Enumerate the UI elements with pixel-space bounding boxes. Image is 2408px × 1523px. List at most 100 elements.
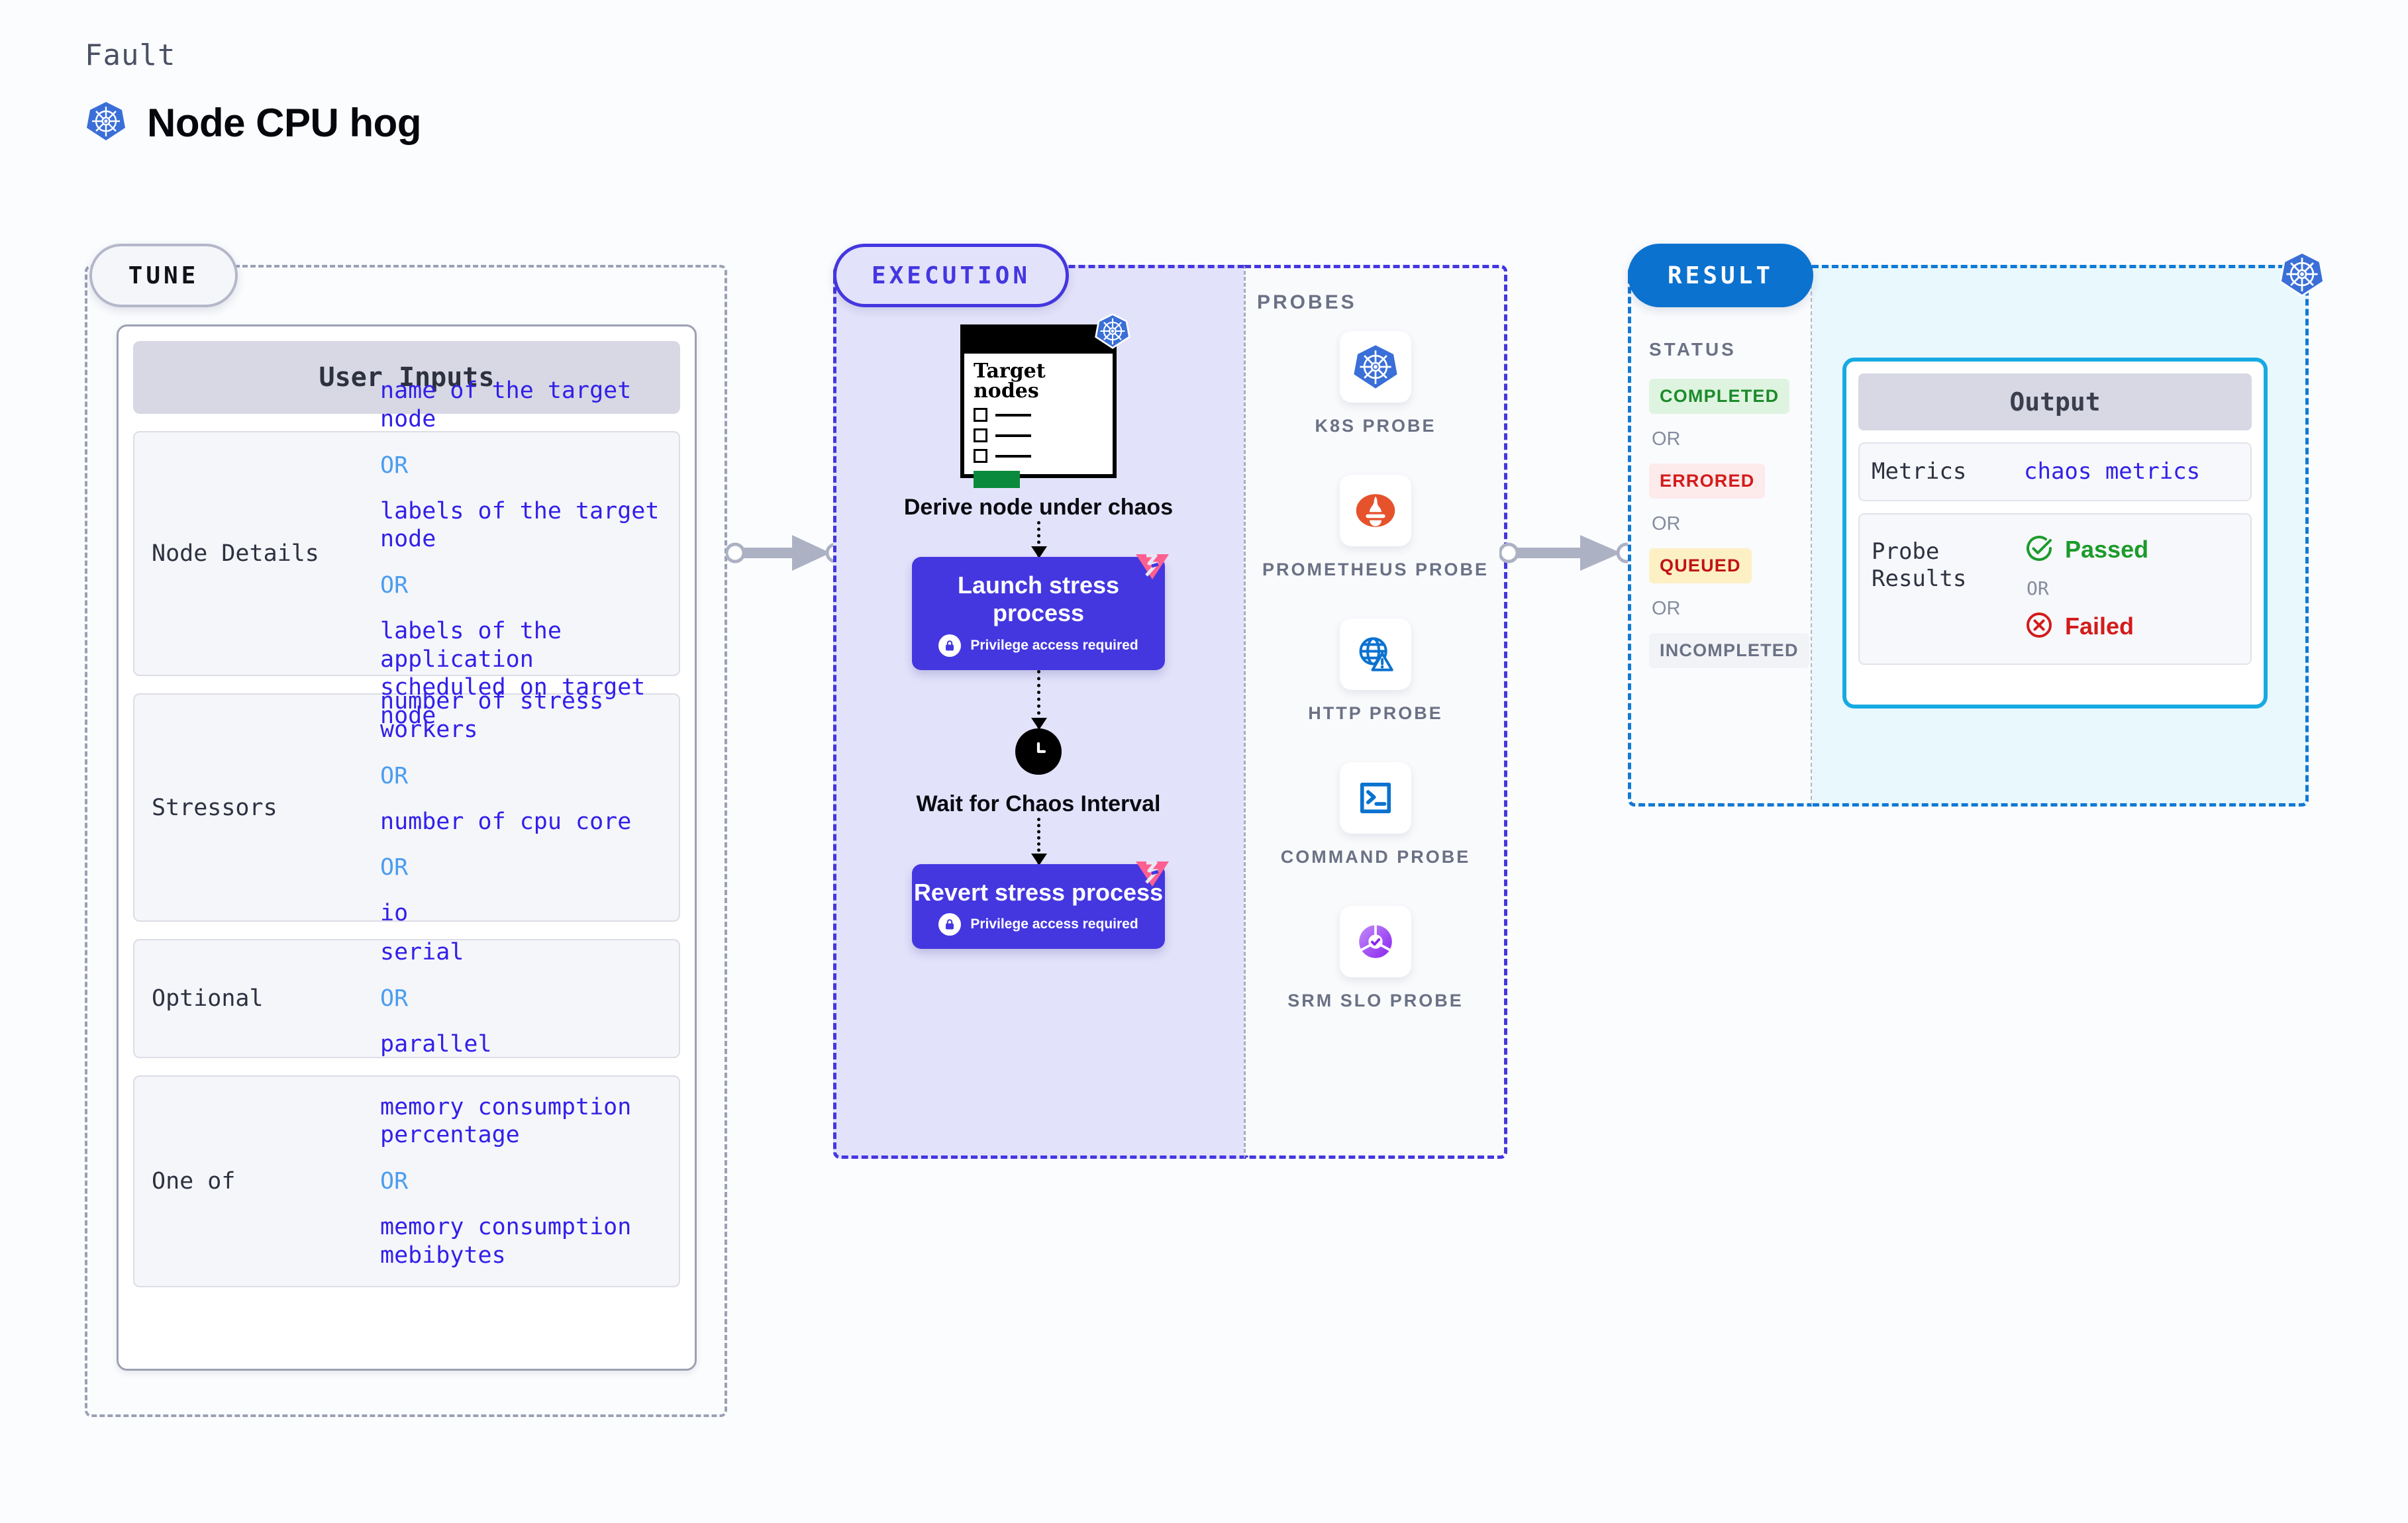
- litmus-chaos-icon: [1133, 854, 1172, 894]
- line-placeholder: [995, 454, 1031, 458]
- status-title: STATUS: [1649, 339, 1736, 360]
- or-separator: OR: [380, 1168, 409, 1195]
- input-option: name of the target node: [380, 377, 632, 432]
- probe-item-k8s[interactable]: K8S PROBE: [1244, 331, 1507, 438]
- target-nodes-heading: Target nodes: [974, 360, 1046, 403]
- probe-label: HTTP PROBE: [1308, 703, 1443, 724]
- or-separator: OR: [380, 762, 409, 789]
- probe-label: COMMAND PROBE: [1280, 847, 1471, 867]
- launch-stress-title: Launch stress process: [957, 571, 1120, 627]
- prometheus-icon: [1340, 475, 1411, 547]
- input-group-label: One of: [152, 1168, 236, 1195]
- status-badge: QUEUED: [1649, 548, 1752, 583]
- connector-tune-to-execution: [725, 530, 846, 579]
- probe-result-failed: Failed: [2024, 610, 2148, 644]
- revert-stress-subtitle: Privilege access required: [970, 916, 1138, 932]
- revert-stress-privilege-row: Privilege access required: [912, 913, 1165, 936]
- result-panel: [1628, 265, 1812, 807]
- input-option: labels of the application scheduled on t…: [380, 618, 646, 730]
- flow-connector: [1030, 669, 1047, 730]
- globe-warning-icon: [1340, 618, 1411, 691]
- execution-flow: Target nodes Derive node under chaos: [833, 313, 1244, 949]
- page-title: Node CPU hog: [147, 101, 421, 145]
- check-circle-icon: [2024, 533, 2054, 567]
- tune-panel: [85, 265, 727, 1417]
- fault-title-row: Node CPU hog: [85, 100, 421, 146]
- launch-stress-process-box[interactable]: Launch stress process Privilege access r…: [912, 554, 1169, 670]
- target-node-row: [974, 408, 1103, 422]
- input-group-label: Stressors: [152, 794, 277, 821]
- metrics-value: chaos metrics: [2024, 458, 2201, 485]
- target-node-row: [974, 449, 1103, 463]
- input-option: memory consumption mebibytes: [380, 1214, 632, 1269]
- lock-icon: [938, 634, 962, 657]
- output-probe-results-row: Probe Results Passed OR: [1858, 513, 2252, 665]
- lock-icon: [938, 913, 962, 936]
- result-badge: RESULT: [1628, 244, 1813, 307]
- probe-result-passed: Passed: [2024, 533, 2148, 567]
- launch-stress-privilege-row: Privilege access required: [912, 634, 1165, 657]
- status-or-separator: OR: [1652, 428, 1681, 450]
- status-badge: COMPLETED: [1649, 379, 1790, 414]
- checkbox-icon: [974, 428, 987, 442]
- launch-stress-subtitle: Privilege access required: [970, 637, 1138, 653]
- probe-label: PROMETHEUS PROBE: [1262, 560, 1489, 580]
- input-option: io: [380, 900, 409, 927]
- input-group-label: Optional: [152, 985, 264, 1012]
- probe-label: SRM SLO PROBE: [1287, 991, 1464, 1011]
- probe-results-label: Probe Results: [1872, 538, 1967, 592]
- input-option: parallel: [380, 1031, 492, 1057]
- probe-item-prometheus[interactable]: PROMETHEUS PROBE: [1244, 475, 1507, 581]
- output-card: Output Metrics chaos metrics Probe Resul…: [1842, 358, 2268, 709]
- probe-item-http[interactable]: HTTP PROBE: [1244, 618, 1507, 725]
- kubernetes-icon: [2278, 250, 2326, 301]
- failed-label: Failed: [2065, 613, 2134, 640]
- probes-panel: [1244, 265, 1507, 1159]
- kubernetes-icon: [1094, 313, 1131, 353]
- output-metrics-row: Metrics chaos metrics: [1858, 442, 2252, 501]
- status-or-separator: OR: [1652, 513, 1681, 534]
- probe-result-or: OR: [2027, 577, 2049, 599]
- srm-slo-icon: [1340, 906, 1411, 978]
- output-header: Output: [1858, 373, 2252, 430]
- or-separator: OR: [380, 985, 409, 1012]
- flow-connector: [1030, 520, 1047, 558]
- derive-node-caption: Derive node under chaos: [903, 495, 1174, 520]
- revert-stress-title: Revert stress process: [913, 878, 1164, 906]
- execution-badge: EXECUTION: [833, 244, 1069, 307]
- page-header: Fault Node CPU hog: [85, 38, 421, 146]
- x-circle-icon: [2024, 610, 2054, 644]
- passed-label: Passed: [2065, 536, 2149, 564]
- or-separator: OR: [380, 854, 409, 881]
- probe-item-command[interactable]: COMMAND PROBE: [1244, 762, 1507, 869]
- status-badge: INCOMPLETED: [1649, 633, 1809, 668]
- or-separator: OR: [380, 572, 409, 599]
- input-option: number of stress workers: [380, 688, 604, 743]
- status-or-separator: OR: [1652, 598, 1681, 619]
- clock-icon: [1015, 728, 1062, 775]
- metrics-label: Metrics: [1872, 458, 1967, 485]
- target-nodes-card: Target nodes: [960, 313, 1130, 488]
- probe-item-srm-slo[interactable]: SRM SLO PROBE: [1244, 906, 1507, 1012]
- or-separator: OR: [380, 452, 409, 479]
- revert-stress-process-box[interactable]: Revert stress process Privilege access r…: [912, 861, 1169, 949]
- line-placeholder: [995, 434, 1031, 437]
- line-placeholder: [995, 413, 1031, 417]
- checkbox-icon: [974, 449, 987, 463]
- status-badge: ERRORED: [1649, 464, 1766, 499]
- litmus-chaos-icon: [1133, 546, 1172, 587]
- probe-list: K8S PROBE PROMETHEUS PROBE: [1244, 331, 1507, 1050]
- kubernetes-icon: [85, 100, 127, 146]
- input-option: labels of the target node: [380, 497, 660, 553]
- target-nodes-titlebar: [964, 328, 1113, 354]
- probe-label: K8S PROBE: [1315, 416, 1436, 436]
- checkbox-icon: [974, 408, 987, 422]
